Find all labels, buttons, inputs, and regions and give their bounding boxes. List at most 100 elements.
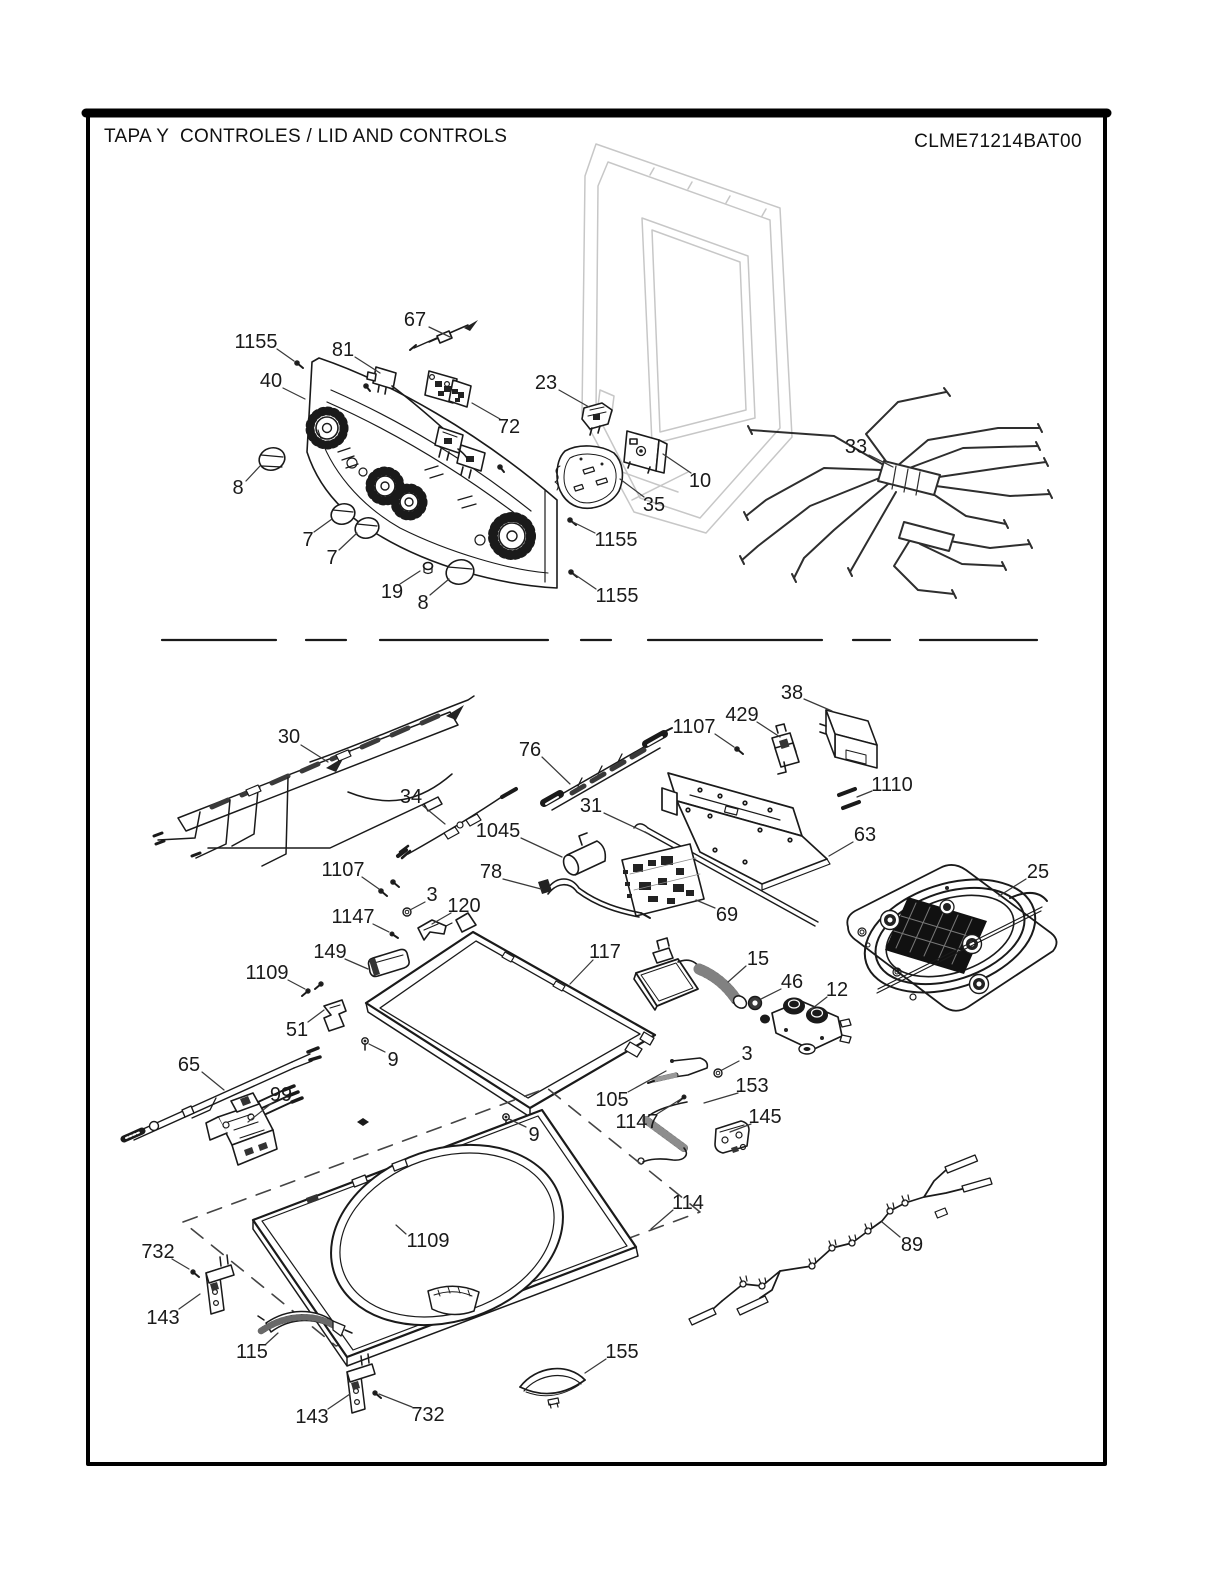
leader-line-1109	[395, 1224, 407, 1235]
part-label-1147: 1147	[615, 1111, 658, 1133]
leader-line-1110	[856, 790, 873, 798]
wire-harness-89	[688, 1154, 993, 1326]
document-number: CLME71214BAT00	[914, 131, 1082, 152]
part-label-8: 8	[417, 592, 428, 614]
part-label-155: 155	[605, 1341, 638, 1363]
part-label-19: 19	[381, 581, 403, 603]
leader-line-63	[828, 841, 854, 857]
part-label-1107: 1107	[321, 859, 364, 881]
part-label-81: 81	[332, 339, 354, 361]
part-label-143: 143	[295, 1406, 328, 1428]
leader-line-1147	[656, 1098, 682, 1115]
part-label-9: 9	[387, 1049, 398, 1071]
part-label-1109: 1109	[245, 962, 288, 984]
mid-switches	[434, 426, 486, 479]
clip-51	[323, 999, 347, 1032]
leader-line-1155	[572, 521, 596, 534]
part-label-25: 25	[1027, 861, 1049, 883]
part-label-732: 732	[141, 1241, 174, 1263]
spring-153	[637, 1101, 688, 1165]
leader-line-732	[171, 1258, 190, 1270]
part-label-1147: 1147	[331, 906, 374, 928]
part-label-732: 732	[411, 1404, 444, 1426]
leader-line-732	[378, 1393, 413, 1408]
backsplash-25	[846, 864, 1058, 1012]
part-label-69: 69	[716, 904, 738, 926]
pcb-72	[424, 370, 472, 408]
part-label-63: 63	[854, 824, 876, 846]
screws-1107	[378, 746, 744, 897]
part-label-9: 9	[528, 1124, 539, 1146]
bracket-120	[417, 919, 453, 941]
part-label-1110: 1110	[871, 774, 913, 796]
leader-line-9	[508, 1118, 527, 1128]
lock-cable-65	[120, 1046, 322, 1143]
part-label-51: 51	[286, 1019, 308, 1041]
part-label-1155: 1155	[595, 585, 638, 607]
part-label-429: 429	[725, 704, 758, 726]
knobs-7-8	[258, 446, 475, 586]
part-label-143: 143	[146, 1307, 179, 1329]
part-label-153: 153	[735, 1075, 768, 1097]
leader-line-51	[307, 1009, 325, 1023]
leader-line-3	[721, 1060, 740, 1071]
hinges-143	[205, 1254, 376, 1414]
part-label-117: 117	[589, 941, 621, 963]
part-label-115: 115	[236, 1341, 268, 1363]
leader-line-89	[881, 1221, 901, 1238]
part-label-67: 67	[404, 309, 426, 331]
leader-line-1147	[372, 923, 390, 933]
part-label-33: 33	[845, 436, 867, 458]
control-board-69	[621, 843, 705, 917]
clip-149	[367, 948, 410, 978]
cable-34	[396, 787, 518, 860]
leader-line-143	[327, 1393, 351, 1410]
part-label-12: 12	[826, 979, 848, 1001]
leader-line-30	[300, 744, 329, 763]
part-label-120: 120	[447, 895, 480, 917]
leader-line-429	[756, 721, 781, 738]
leader-line-12	[808, 996, 828, 1012]
part-label-7: 7	[302, 529, 313, 551]
part-label-89: 89	[901, 1234, 923, 1256]
part-label-99: 99	[270, 1084, 292, 1106]
coupling-46	[747, 995, 763, 1011]
part-label-65: 65	[178, 1054, 200, 1076]
nuts-3	[402, 907, 723, 1078]
leader-line-72	[471, 402, 501, 420]
part-label-105: 105	[595, 1089, 628, 1111]
leader-line-120	[431, 912, 452, 925]
mounting-plate-35	[554, 445, 624, 509]
leader-line-9	[368, 1043, 386, 1053]
part-label-1155: 1155	[594, 529, 637, 551]
leader-line-1155	[573, 573, 597, 590]
harness-clips	[739, 1194, 910, 1290]
leader-line-3	[409, 901, 426, 911]
leader-line-8	[429, 578, 450, 596]
leader-line-1107	[361, 876, 380, 890]
leader-line-31	[603, 812, 650, 835]
relay-box-38	[819, 709, 878, 769]
capacitor-1045	[562, 832, 607, 876]
leader-line-1109	[287, 979, 306, 990]
leader-line-23	[558, 389, 590, 408]
leader-line-1155	[276, 348, 295, 362]
part-label-40: 40	[260, 370, 282, 392]
leader-line-76	[541, 756, 571, 785]
leader-line-19	[399, 570, 421, 585]
leader-line-145	[729, 1123, 752, 1133]
page-title: TAPA Y CONTROLES / LID AND CONTROLS	[104, 126, 508, 147]
lid-117	[364, 912, 657, 1118]
switch-429	[771, 723, 800, 775]
part-label-10: 10	[689, 470, 711, 492]
leader-line-1107	[714, 733, 735, 748]
leader-line-15	[727, 965, 747, 983]
part-label-1155: 1155	[234, 331, 277, 353]
leader-line-115	[265, 1332, 279, 1345]
part-label-72: 72	[498, 416, 520, 438]
part-label-1107: 1107	[672, 716, 715, 738]
part-label-149: 149	[313, 941, 346, 963]
part-label-30: 30	[278, 726, 300, 748]
cap-155	[519, 1367, 586, 1409]
leader-line-40	[282, 387, 306, 400]
